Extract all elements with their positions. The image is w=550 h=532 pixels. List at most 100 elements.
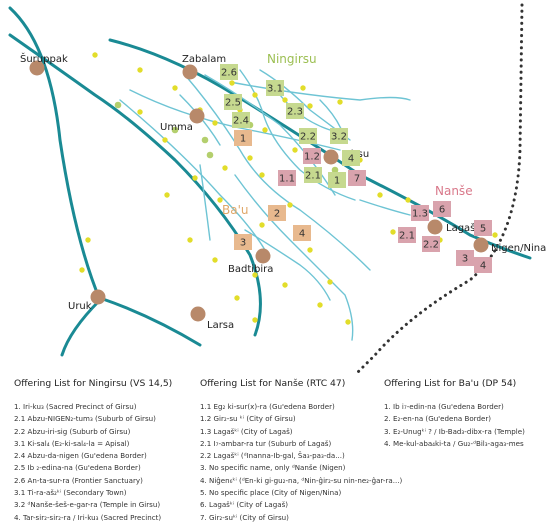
nanshe-box-6 <box>433 201 451 217</box>
city-girsu <box>323 149 339 165</box>
bau-box-label: 4 <box>299 229 305 240</box>
ningirsu-box-label: 2.3 <box>287 107 303 118</box>
list-item: 2.1 I₇-ambar-ra tur (Suburb of Lagaš) <box>200 438 332 448</box>
bau-offering-boxes: 1 2 3 4 <box>234 130 311 250</box>
ningirsu-box-2.5 <box>224 94 242 110</box>
list-ningirsu: Offering List for Ningirsu (VS 14,5) 1. … <box>14 378 172 524</box>
list-item: 4. Tar-sir₂-sir₂-ra / Iri-ku₃ (Sacred Pr… <box>14 512 162 522</box>
ningirsu-box-label: 1 <box>334 176 340 187</box>
list-item: 2.2 Abzu-iri-sig (Suburb of Girsu) <box>14 426 131 436</box>
bau-box-3 <box>234 234 252 250</box>
label-lagash: Lagaš <box>446 222 475 234</box>
bau-box-label: 2 <box>274 209 280 220</box>
ningirsu-box-3.2 <box>330 128 348 144</box>
list-item: 1.2 Gir₂-su ᵏⁱ (City of Girsu) <box>200 414 296 424</box>
list-item: 4. Me-kul-aba₄ki-ta / Gu₂-ᵈBil₃-aga₃-mes <box>384 438 524 448</box>
nanshe-box-2.1 <box>398 227 416 243</box>
nanshe-box-label: 4 <box>480 261 486 272</box>
nanshe-box-label: 1.2 <box>304 152 320 163</box>
list-title: Offering List for Ningirsu (VS 14,5) <box>14 378 173 389</box>
nanshe-box-2.2 <box>422 236 440 252</box>
nanshe-box-5 <box>474 220 492 236</box>
nanshe-box-label: 2.1 <box>399 231 415 242</box>
ningirsu-box-label: 2.4 <box>233 116 249 127</box>
ningirsu-box-label: 2.1 <box>305 171 321 182</box>
ningirsu-box-label: 3.1 <box>267 84 283 95</box>
list-item: 3. No specific name, only ᵈNanše (Nigen) <box>200 463 346 473</box>
list-item: 2.2 Lagašᵏⁱ (ᵈInanna-Ib-gal, Ša₃-pa₃-da.… <box>200 451 345 461</box>
list-item: 3.2 ᵈNanše-šeš-e-gar-ra (Temple in Girsu… <box>14 500 161 510</box>
ningirsu-box-label: 3.2 <box>331 132 347 143</box>
list-title: Offering List for Nanše (RTC 47) <box>200 378 346 389</box>
city-nigen <box>473 237 489 253</box>
nanshe-box-1.3 <box>411 205 429 221</box>
label-zabalam: Zabalam <box>182 54 226 65</box>
city-larsa <box>190 306 206 322</box>
ningirsu-box-label: 2.2 <box>300 132 316 143</box>
list-item: 6. Lagašᵏⁱ (City of Lagaš) <box>200 500 289 510</box>
label-badtibira: Badtibira <box>228 264 273 275</box>
city-umma <box>189 108 205 124</box>
list-item: 1. Ib i₇-edin-na (Gu'edena Border) <box>384 402 504 411</box>
list-nanshe: Offering List for Nanše (RTC 47) 1.1 Eg₂… <box>200 378 402 524</box>
list-title: Offering List for Ba'u (DP 54) <box>384 378 517 389</box>
ningirsu-box-label: 2.5 <box>225 98 241 109</box>
ningirsu-box-2.6 <box>220 64 238 80</box>
list-item: 3.1 Ki-sal₄ (E₂-ki-sal₄-la = Apisal) <box>14 438 130 448</box>
city-badtibira <box>255 248 271 264</box>
list-item: 1.3 Lagašᵏⁱ (City of Lagaš) <box>200 426 293 436</box>
ningirsu-box-2.4 <box>232 112 250 128</box>
city-uruk <box>90 289 106 305</box>
list-item: 4. Niĝen₆ᵏⁱ (ᵈEn-ki gi-gu₂-na, ᵈNin-ĝir₂… <box>200 475 403 485</box>
nanshe-box-1.2 <box>303 148 321 164</box>
list-item: 1. Iri-ku₃ (Sacred Precinct of Girsu) <box>14 402 137 411</box>
deity-label-bau: Ba'u <box>222 203 249 217</box>
ningirsu-box-2.1 <box>304 167 322 183</box>
bau-box-2 <box>268 205 286 221</box>
list-item: 7. Gir₂-suᵏⁱ (City of Girsu) <box>200 512 289 522</box>
list-item: 2.4 Abzu-da-nigen (Gu'edena Border) <box>14 451 147 461</box>
city-zabalam <box>182 64 198 80</box>
label-uruk: Uruk <box>68 301 92 312</box>
bau-box-label: 3 <box>240 238 246 249</box>
nanshe-box-label: 6 <box>439 205 445 216</box>
ningirsu-box-2.2 <box>299 128 317 144</box>
nanshe-box-label: 1.3 <box>412 209 428 220</box>
label-shuruppak: Šuruppak <box>20 52 68 65</box>
ningirsu-box-3.1 <box>266 80 284 96</box>
map: Šuruppak Zabalam Umma Girsu Lagaš Nigen/… <box>8 3 546 375</box>
nanshe-box-label: 3 <box>462 254 468 265</box>
ningirsu-box-4 <box>342 150 360 166</box>
list-item: 2.6 An-ta-sur-ra (Frontier Sanctuary) <box>14 475 143 485</box>
list-item: 5. No specific place (City of Nigen/Nina… <box>200 488 342 498</box>
city-lagash <box>427 219 443 235</box>
list-bau: Offering List for Ba'u (DP 54) 1. Ib i₇-… <box>384 378 525 450</box>
bau-box-label: 1 <box>240 134 246 145</box>
nanshe-box-4 <box>474 257 492 273</box>
cities <box>29 60 489 322</box>
nanshe-box-7 <box>348 170 366 186</box>
deity-label-nanshe: Nanše <box>435 184 473 198</box>
list-item: 2.1 Abzu-NIGEN₂-tum₃ (Suburb of Girsu) <box>14 414 156 424</box>
ningirsu-box-label: 4 <box>348 154 354 165</box>
city-shuruppak <box>29 60 45 76</box>
list-item: 3. E₂-Unugᵏⁱ ? / Ib-Bad₃-dibx-ra (Temple… <box>384 426 525 436</box>
ningirsu-box-2.3 <box>286 103 304 119</box>
list-item: 2. E₂-en-na (Gu'edena Border) <box>384 414 492 424</box>
offering-lists: Offering List for Ningirsu (VS 14,5) 1. … <box>0 378 550 532</box>
list-item: 1.1 Eg₂ ki-sur(x)-ra (Gu'edena Border) <box>200 402 335 411</box>
deity-label-ningirsu: Ningirsu <box>267 52 317 66</box>
nanshe-box-1.1 <box>278 170 296 186</box>
label-umma: Umma <box>160 122 193 133</box>
label-nigen: Nigen/Nina <box>491 243 546 254</box>
nanshe-box-label: 1.1 <box>279 174 295 185</box>
list-item: 2.5 Ib ₂-edina-na (Gu'edena Border) <box>14 463 141 473</box>
ningirsu-box-label: 2.6 <box>221 68 237 79</box>
branch-rivers <box>119 69 411 341</box>
label-larsa: Larsa <box>207 320 234 331</box>
nanshe-box-label: 7 <box>354 174 360 185</box>
bau-box-4 <box>293 225 311 241</box>
nanshe-box-label: 5 <box>480 224 486 235</box>
